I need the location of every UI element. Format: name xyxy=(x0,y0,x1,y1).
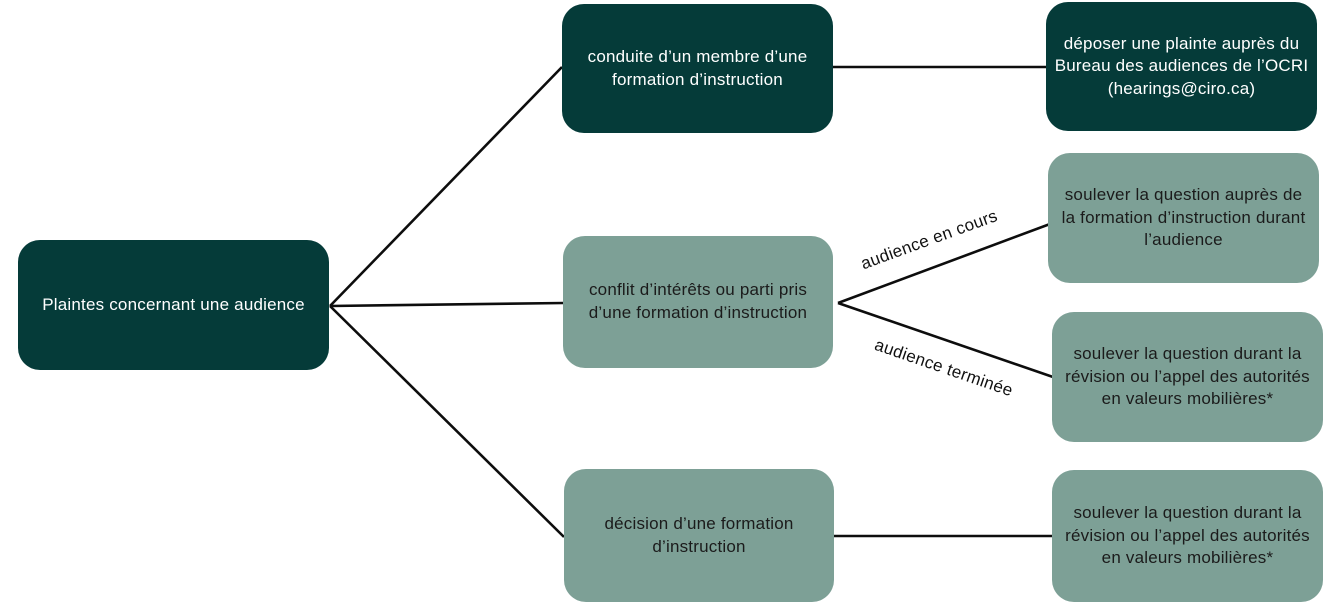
node-label: soulever la question durant la révision … xyxy=(1065,503,1310,568)
node-label: décision d’une formation d’instruction xyxy=(604,513,794,556)
node-deposer-plainte-ocri: déposer une plainte auprès du Bureau des… xyxy=(1046,2,1317,131)
node-conduite-membre: conduite d’un membre d’une formation d’i… xyxy=(562,4,833,133)
node-soulever-durant-audience: soulever la question auprès de la format… xyxy=(1048,153,1319,283)
node-plaintes-audience: Plaintes concernant une audience xyxy=(18,240,329,370)
node-label: Plaintes concernant une audience xyxy=(42,294,305,314)
node-label: soulever la question durant la révision … xyxy=(1065,344,1310,409)
node-soulever-revision-appel-1: soulever la question durant la révision … xyxy=(1052,312,1323,442)
edge-label-audience-terminee: audience terminée xyxy=(872,335,1016,401)
node-conflit-interets: conflit d’intérêts ou parti pris d’une f… xyxy=(563,236,833,368)
node-label: conflit d’intérêts ou parti pris d’une f… xyxy=(588,280,808,322)
node-decision-formation: décision d’une formation d’instruction xyxy=(564,469,834,602)
node-label: soulever la question auprès de la format… xyxy=(1061,185,1306,250)
node-email-text: (hearings@ciro.ca) xyxy=(1107,78,1256,98)
edge-root-to-conduite xyxy=(329,66,563,307)
node-label: conduite d’un membre d’une formation d’i… xyxy=(587,46,808,89)
edge-root-to-decision xyxy=(329,305,565,538)
node-soulever-revision-appel-2: soulever la question durant la révision … xyxy=(1052,470,1323,602)
node-label: déposer une plainte auprès du Bureau des… xyxy=(1054,33,1309,76)
edge-label-audience-en-cours: audience en cours xyxy=(858,206,1001,274)
edge-root-to-conflit xyxy=(329,301,565,308)
